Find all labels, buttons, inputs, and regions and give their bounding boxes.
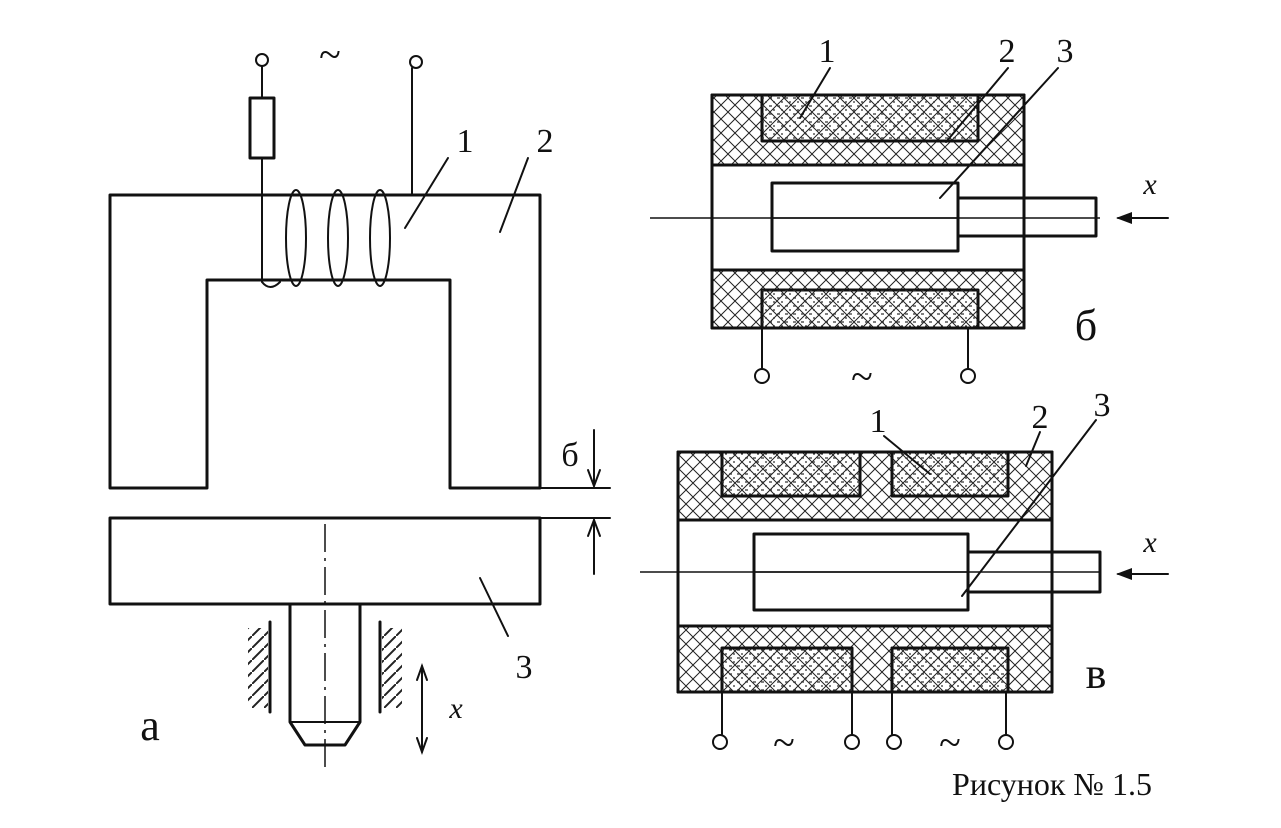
subfigure-label-v: в xyxy=(1086,649,1107,698)
part-label-3-v: 3 xyxy=(1094,387,1111,424)
ac-symbol-b: ~ xyxy=(851,354,873,399)
displacement-label-a: x xyxy=(448,692,463,725)
guide-wall-left xyxy=(248,628,268,708)
figure-a: ~ б xyxy=(108,32,611,770)
part-label-2-b: 2 xyxy=(999,33,1016,70)
plunger-rod-b xyxy=(956,196,1098,238)
ac-symbol-v-1: ~ xyxy=(773,720,795,765)
load-resistor xyxy=(248,96,276,160)
magnetic-core xyxy=(108,193,542,490)
terminal-right-icon xyxy=(409,55,423,69)
subfigure-label-b: б xyxy=(1075,301,1097,350)
terminal-right-b-icon xyxy=(960,368,976,384)
leader-lines-v xyxy=(883,419,1097,597)
ac-symbol-v-2: ~ xyxy=(939,720,961,765)
gap-dimension: б xyxy=(539,429,611,575)
part-label-1-v: 1 xyxy=(870,403,887,440)
guide-wall-right xyxy=(382,628,402,708)
terminal-v-4-icon xyxy=(998,734,1014,750)
plunger-a xyxy=(288,602,362,747)
coil-winding xyxy=(261,189,391,288)
subfigure-label-a: а xyxy=(140,701,160,750)
part-label-2-a: 2 xyxy=(537,123,554,160)
part-label-1-a: 1 xyxy=(457,123,474,160)
displacement-arrow-a: x xyxy=(416,663,463,755)
part-label-3-a: 3 xyxy=(516,649,533,686)
displacement-arrow-v: x xyxy=(1116,526,1169,580)
ac-source-a: ~ xyxy=(248,32,423,196)
part-label-2-v: 2 xyxy=(1032,399,1049,436)
figure-v: x ~ ~ 1 2 3 в xyxy=(640,387,1169,765)
terminal-left-b-icon xyxy=(754,368,770,384)
displacement-label-b: x xyxy=(1142,168,1157,201)
leader-lines-a xyxy=(404,157,529,637)
plunger-rod-v xyxy=(966,550,1102,594)
gap-label: б xyxy=(561,437,578,474)
displacement-arrow-b: x xyxy=(1116,168,1169,224)
terminal-v-1-icon xyxy=(712,734,728,750)
figure-b: x ~ 1 2 3 б xyxy=(650,33,1169,399)
terminal-v-2-icon xyxy=(844,734,860,750)
figure-caption: Рисунок № 1.5 xyxy=(952,766,1152,802)
part-label-1-b: 1 xyxy=(819,33,836,70)
part-label-3-b: 3 xyxy=(1057,33,1074,70)
terminal-v-3-icon xyxy=(886,734,902,750)
leader-lines-b xyxy=(799,67,1059,199)
ac-source-b: ~ xyxy=(754,327,976,399)
displacement-label-v: x xyxy=(1142,526,1157,559)
ac-sources-v: ~ ~ xyxy=(712,691,1014,765)
terminal-left-icon xyxy=(255,53,269,67)
ac-symbol-a: ~ xyxy=(319,32,341,77)
plunger-b xyxy=(770,181,960,253)
